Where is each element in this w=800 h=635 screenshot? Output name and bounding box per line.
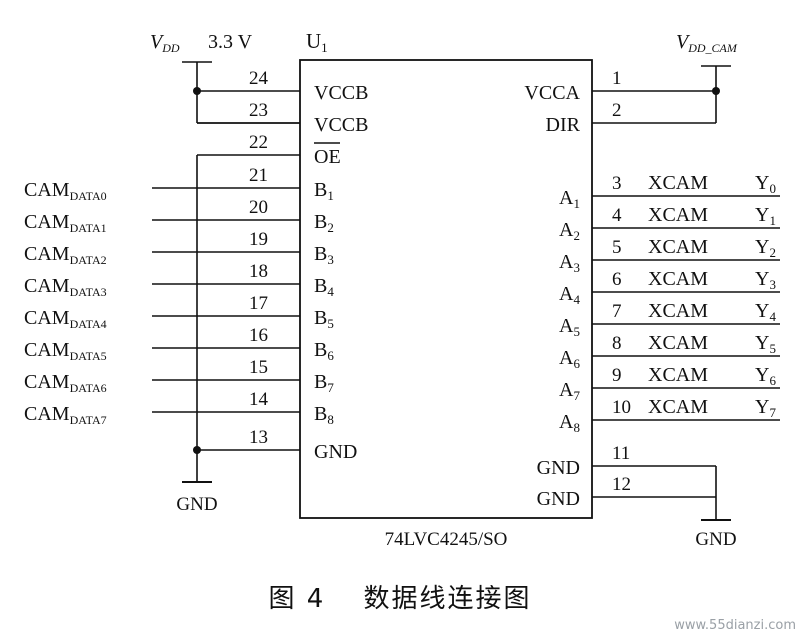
pin-number-16: 16 (249, 325, 268, 346)
label-group: U174LVC4245/SO24VCCB23VCCB22OE21B1CAMDAT… (24, 29, 776, 550)
net-y-1: Y1 (755, 204, 776, 228)
net-xcam-5: XCAM (648, 332, 708, 354)
pin-name-2: DIR (546, 114, 581, 136)
pin-number-2: 2 (612, 100, 622, 121)
gnd-right-label: GND (695, 529, 736, 550)
pin-name-23: VCCB (314, 114, 368, 136)
net-label-data7: CAMDATA7 (24, 403, 107, 427)
pin-name-20: B2 (314, 211, 334, 235)
pin-number-24: 24 (249, 68, 269, 89)
pin-number-13: 13 (249, 427, 268, 448)
figure-title: 数据线连接图 (363, 584, 532, 614)
static-wiring (182, 59, 731, 521)
net-xcam-2: XCAM (648, 236, 708, 258)
pin-number-21: 21 (249, 165, 268, 186)
pin-number-14: 14 (249, 389, 269, 410)
net-xcam-0: XCAM (648, 172, 708, 194)
pin-name-5: A3 (559, 251, 580, 275)
chip-designator: U1 (306, 29, 328, 55)
net-y-0: Y0 (755, 172, 776, 196)
pin-name-14: B8 (314, 403, 334, 427)
pin-name-11: GND (537, 457, 580, 479)
pin-number-5: 5 (612, 237, 622, 258)
net-label-data1: CAMDATA1 (24, 211, 107, 235)
pin-name-22: OE (314, 146, 341, 168)
gnd-left-label: GND (176, 494, 217, 515)
net-label-data6: CAMDATA6 (24, 371, 107, 395)
pin-name-8: A6 (559, 347, 580, 371)
vdd-left-value: 3.3 V (208, 31, 253, 53)
pin-name-7: A5 (559, 315, 580, 339)
pin-number-20: 20 (249, 197, 268, 218)
net-xcam-1: XCAM (648, 204, 708, 226)
net-y-3: Y3 (755, 268, 776, 292)
pin-number-18: 18 (249, 261, 268, 282)
pin-name-3: A1 (559, 187, 580, 211)
pin-number-22: 22 (249, 132, 268, 153)
vdd-left-label: VDD (150, 31, 180, 55)
net-y-5: Y5 (755, 332, 776, 356)
pin-group (152, 90, 780, 498)
net-label-data3: CAMDATA3 (24, 275, 107, 299)
pin-name-12: GND (537, 488, 580, 510)
pin-number-19: 19 (249, 229, 268, 250)
pin-number-10: 10 (612, 397, 631, 418)
pin-name-6: A4 (559, 283, 580, 307)
pin-name-4: A2 (559, 219, 580, 243)
net-y-6: Y6 (755, 364, 776, 388)
pin-name-15: B7 (314, 371, 334, 395)
pin-number-6: 6 (612, 269, 622, 290)
pin-number-3: 3 (612, 173, 622, 194)
pin-number-23: 23 (249, 100, 268, 121)
pin-name-18: B4 (314, 275, 334, 299)
net-xcam-3: XCAM (648, 268, 708, 290)
chip-body (299, 59, 593, 519)
pin-name-9: A7 (559, 379, 580, 403)
net-xcam-7: XCAM (648, 396, 708, 418)
pin-number-15: 15 (249, 357, 268, 378)
pin-name-16: B6 (314, 339, 334, 363)
net-label-data0: CAMDATA0 (24, 179, 107, 203)
chip-part-number: 74LVC4245/SO (385, 529, 508, 550)
figure-caption: 图 4 数据线连接图 (0, 578, 800, 615)
net-label-data4: CAMDATA4 (24, 307, 107, 331)
pin-name-24: VCCB (314, 82, 368, 104)
net-label-data5: CAMDATA5 (24, 339, 107, 363)
net-y-4: Y4 (755, 300, 776, 324)
pin-number-4: 4 (612, 205, 622, 226)
pin-name-21: B1 (314, 179, 334, 203)
pin-name-17: B5 (314, 307, 334, 331)
pin-name-1: VCCA (524, 82, 580, 104)
watermark: www.55dianzi.com (674, 618, 796, 633)
pin-number-12: 12 (612, 474, 631, 495)
vdd-right-label: VDD_CAM (676, 31, 738, 55)
net-label-data2: CAMDATA2 (24, 243, 107, 267)
pin-number-8: 8 (612, 333, 622, 354)
pin-name-19: B3 (314, 243, 334, 267)
pin-number-9: 9 (612, 365, 622, 386)
pin-number-1: 1 (612, 68, 622, 89)
net-y-7: Y7 (755, 396, 776, 420)
net-xcam-6: XCAM (648, 364, 708, 386)
pin-number-11: 11 (612, 443, 630, 464)
pin-number-17: 17 (249, 293, 268, 314)
pin-name-13: GND (314, 441, 357, 463)
net-xcam-4: XCAM (648, 300, 708, 322)
figure-number: 图 4 (268, 584, 326, 614)
pin-name-10: A8 (559, 411, 580, 435)
pin-number-7: 7 (612, 301, 622, 322)
net-y-2: Y2 (755, 236, 776, 260)
